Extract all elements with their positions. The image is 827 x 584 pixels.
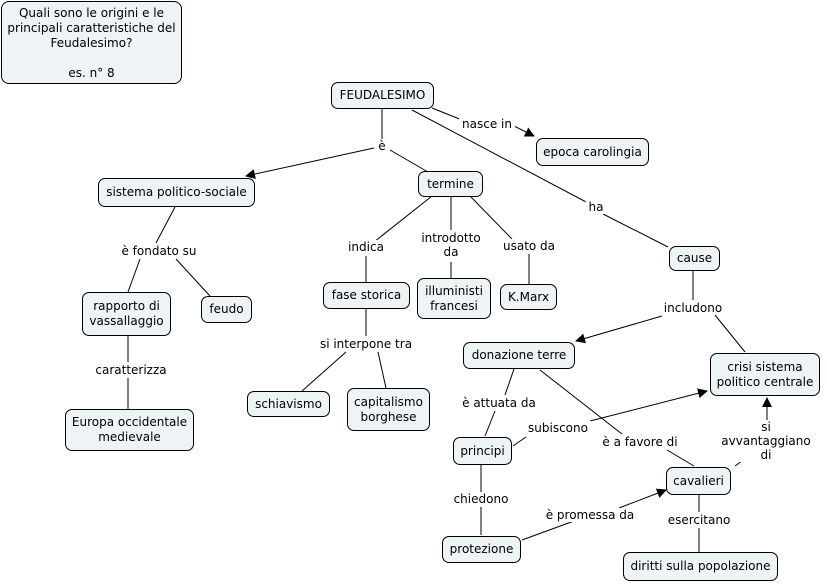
- edge-sistema-fondato: [155, 206, 176, 244]
- node-fase-storica[interactable]: fase storica: [323, 282, 410, 309]
- edge-includono-crisi: [714, 314, 746, 353]
- edge-fondato-rapporto: [127, 258, 141, 293]
- edge-donazione-attuata: [504, 368, 515, 396]
- edge-termine-indica: [373, 195, 433, 243]
- node-crisi-sistema[interactable]: crisi sistema politico centrale: [710, 353, 820, 396]
- node-protezione[interactable]: protezione: [442, 536, 521, 563]
- node-kmarx[interactable]: K.Marx: [500, 284, 557, 310]
- edge-protezione-promessa: [521, 520, 575, 541]
- node-termine[interactable]: termine: [418, 171, 483, 197]
- edge-interpone-capitalismo: [377, 351, 387, 389]
- node-epoca-carolingia[interactable]: epoca carolingia: [536, 138, 649, 166]
- exercise-number: es. n° 8: [68, 66, 115, 80]
- edge-principi-subiscono: [512, 436, 527, 447]
- node-capitalismo-borghese[interactable]: capitalismo borghese: [347, 388, 430, 431]
- link-subiscono: subiscono: [525, 421, 591, 435]
- node-rapporto-vassallaggio[interactable]: rapporto di vassallaggio: [82, 292, 171, 336]
- link-ha: ha: [585, 200, 607, 214]
- link-chiedono: chiedono: [450, 492, 512, 506]
- edge-nasce-epoca: [511, 124, 535, 137]
- link-caratterizza: caratterizza: [92, 363, 170, 377]
- link-attuata-da: è attuata da: [459, 396, 539, 410]
- edge-feudalesimo-nasce: [431, 107, 463, 121]
- node-sistema-politico-sociale[interactable]: sistema politico-sociale: [98, 178, 255, 207]
- link-includono: includono: [660, 301, 726, 315]
- edge-fondato-feudo: [175, 258, 211, 297]
- link-introdotto-da: introdotto da: [418, 231, 484, 259]
- node-schiavismo[interactable]: schiavismo: [247, 391, 330, 417]
- edge-feudalesimo-ha: [411, 109, 589, 204]
- edge-attuata-principi: [484, 410, 496, 437]
- link-usato-da: usato da: [499, 239, 559, 253]
- link-indica: indica: [345, 240, 387, 254]
- link-si-interpone-tra: si interpone tra: [316, 337, 416, 351]
- edge-donazione-favore: [539, 369, 623, 435]
- link-fondato-su: è fondato su: [118, 244, 200, 258]
- node-feudo[interactable]: feudo: [201, 296, 252, 323]
- node-principi[interactable]: principi: [453, 437, 512, 465]
- node-donazione-terre[interactable]: donazione terre: [463, 342, 575, 369]
- edge-e-sistema: [245, 147, 375, 179]
- node-feudalesimo[interactable]: FEUDALESIMO: [331, 82, 434, 109]
- question-title: Quali sono le origini e le principali ca…: [7, 6, 176, 50]
- link-a-favore-di: è a favore di: [599, 435, 681, 449]
- edge-ha-cause: [602, 213, 669, 248]
- edge-subiscono-crisi: [589, 388, 708, 422]
- node-diritti-popolazione[interactable]: diritti sulla popolazione: [623, 552, 778, 581]
- link-esercitano: esercitano: [664, 513, 734, 527]
- edge-promessa-cavalieri: [618, 488, 667, 509]
- edge-interpone-schiavismo: [301, 351, 347, 392]
- node-europa-occidentale[interactable]: Europa occidentale medievale: [65, 409, 194, 451]
- node-cause[interactable]: cause: [669, 246, 720, 271]
- node-illuministi-francesi[interactable]: illuministi francesi: [417, 278, 491, 319]
- question-box: Quali sono le origini e le principali ca…: [1, 1, 182, 84]
- node-cavalieri[interactable]: cavalieri: [666, 467, 731, 495]
- edge-includono-donazione: [575, 315, 663, 344]
- link-nasce-in: nasce in: [459, 117, 515, 131]
- link-promessa-da: è promessa da: [542, 508, 638, 522]
- link-si-avvantaggiano-di: si avvantaggiano di: [718, 420, 814, 462]
- link-e: è: [375, 139, 389, 153]
- edge-e-termine: [389, 149, 429, 173]
- edge-favore-cavalieri: [666, 449, 695, 467]
- edge-termine-usato: [469, 195, 513, 240]
